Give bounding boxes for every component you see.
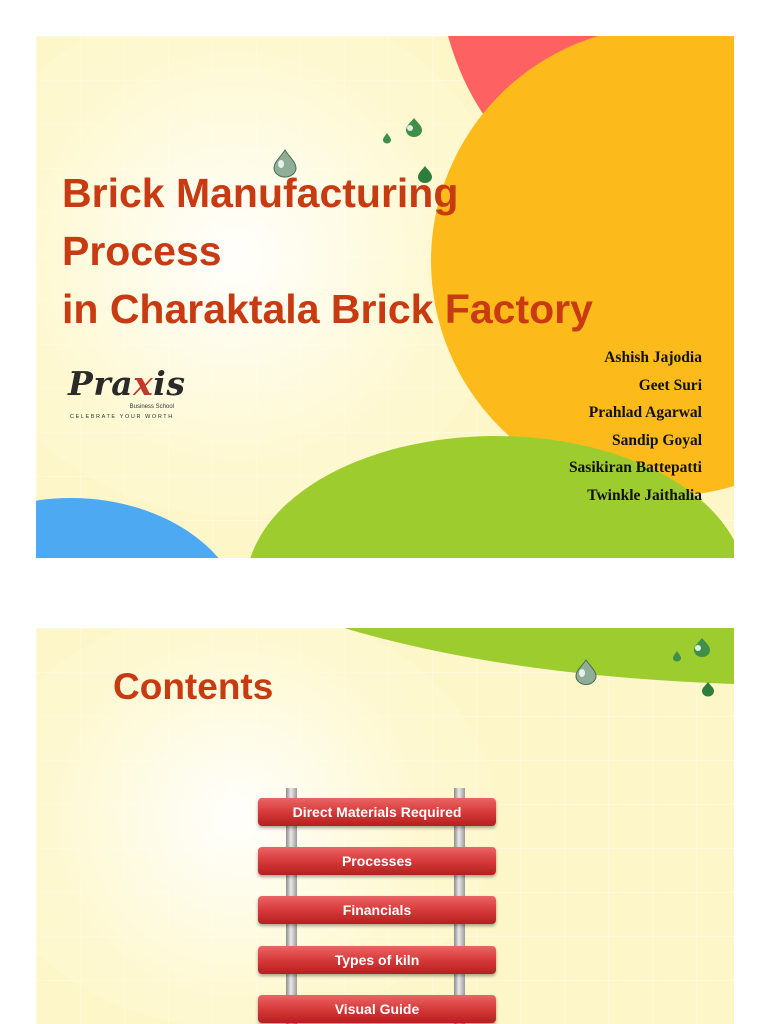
logo-wordmark: Praxis xyxy=(68,364,185,403)
small-drop-icon xyxy=(673,651,681,662)
title-line: Process xyxy=(62,228,222,274)
author-name: Sasikiran Battepatti xyxy=(568,459,702,476)
logo-text: Pra xyxy=(68,364,134,403)
green-swoosh-decoration xyxy=(344,628,734,684)
contents-heading: Contents xyxy=(113,666,274,707)
contents-slide: Contents Direct Materials Required Proce… xyxy=(36,628,734,1024)
logo-tagline: CELEBRATE YOUR WORTH xyxy=(70,414,174,420)
contents-item-types-of-kiln[interactable]: Types of kiln xyxy=(258,946,496,974)
contents-item-direct-materials[interactable]: Direct Materials Required xyxy=(258,798,496,826)
title-line: in Charaktala Brick Factory xyxy=(62,286,593,332)
leaf-drop-icon xyxy=(418,166,432,183)
leaf-drop-icon xyxy=(702,682,714,697)
author-list: Ashish Jajodia Geet Suri Prahlad Agarwal… xyxy=(569,344,702,509)
slide-title: Brick Manufacturing Process in Charaktal… xyxy=(62,164,702,338)
title-line: Brick Manufacturing xyxy=(62,170,459,216)
logo-text-accent: x xyxy=(133,364,154,403)
author-name: Sandip Goyal xyxy=(611,431,702,449)
contents-item-financials[interactable]: Financials xyxy=(258,896,496,924)
small-drop-icon xyxy=(383,133,391,144)
logo-text: is xyxy=(153,364,186,403)
praxis-logo: Praxis Business School CELEBRATE YOUR WO… xyxy=(68,364,185,424)
author-name: Ashish Jajodia xyxy=(604,349,702,366)
water-drop-icon xyxy=(273,149,297,178)
author-name: Prahlad Agarwal xyxy=(588,404,702,421)
contents-item-processes[interactable]: Processes xyxy=(258,847,496,875)
leaf-drop-icon xyxy=(406,118,422,137)
title-slide: Brick Manufacturing Process in Charaktal… xyxy=(36,36,734,558)
logo-subtext: Business School xyxy=(129,404,174,410)
contents-item-visual-guide[interactable]: Visual Guide xyxy=(258,995,496,1023)
water-drop-icon xyxy=(575,659,597,685)
author-name: Geet Suri xyxy=(638,376,702,394)
author-name: Twinkle Jaithalia xyxy=(587,486,702,504)
leaf-drop-icon xyxy=(694,638,710,657)
contents-ladder: Direct Materials Required Processes Fina… xyxy=(258,788,498,1024)
